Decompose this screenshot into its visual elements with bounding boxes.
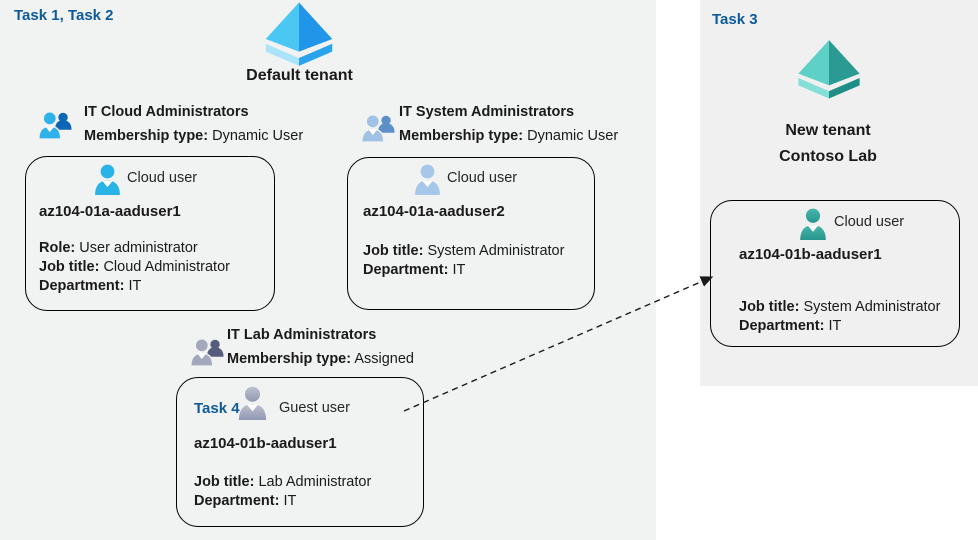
group-cloud-admins-title: IT Cloud Administrators [84,104,249,120]
field-job-title: Job title: Cloud Administrator [39,258,230,277]
cloud-user-icon [415,164,440,195]
field-department: Department: IT [39,277,230,296]
user-name: az104-01a-aaduser2 [363,203,505,220]
card-cloud-user-1: Cloud user az104-01a-aaduser1 Role: User… [25,156,275,311]
new-tenant-title-line2: Contoso Lab [779,148,877,165]
membership-type-label: Membership type: [399,128,524,144]
group-icon-system-admins [361,113,395,143]
group-icon-cloud-admins [38,110,72,140]
role-value: User administrator [79,240,198,256]
user-name: az104-01b-aaduser1 [739,246,882,263]
membership-type-value: Assigned [354,351,414,367]
cloud-user-icon [800,208,826,240]
user-type-label: Cloud user [447,170,518,186]
department-label: Department: [39,278,125,294]
user-fields: Role: User administrator Job title: Clou… [39,239,230,296]
field-job-title: Job title: Lab Administrator [194,473,371,492]
user-type-label: Cloud user [834,214,905,230]
job-title-value: Lab Administrator [258,474,372,490]
user-fields: Job title: System Administrator Departme… [739,298,940,336]
card-cloud-user-new-tenant: Cloud user az104-01b-aaduser1 Job title:… [710,200,960,347]
role-label: Role: [39,240,76,256]
department-label: Department: [739,318,825,334]
job-title-value: System Administrator [427,243,565,259]
user-fields: Job title: Lab Administrator Department:… [194,473,371,511]
azure-ad-tenant-icon-teal [798,40,860,99]
group-lab-admins-title: IT Lab Administrators [227,327,377,343]
group-system-admins-title: IT System Administrators [399,104,575,120]
membership-type-value: Dynamic User [212,128,304,144]
membership-type-label: Membership type: [84,128,209,144]
department-value: IT [452,262,466,278]
field-role: Role: User administrator [39,239,230,258]
department-value: IT [283,493,297,509]
job-title-label: Job title: [39,259,100,275]
task-4-label: Task 4 [194,400,240,417]
field-department: Department: IT [194,492,371,511]
default-tenant-title: Default tenant [246,67,353,84]
user-name: az104-01a-aaduser1 [39,203,181,220]
job-title-label: Job title: [194,474,255,490]
guest-user-icon [238,386,267,420]
cloud-user-icon [95,164,120,195]
group-system-admins-membership: Membership type: Dynamic User [399,128,618,144]
group-icon-lab-admins [190,337,224,367]
user-name: az104-01b-aaduser1 [194,435,337,452]
field-department: Department: IT [363,261,564,280]
field-department: Department: IT [739,317,940,336]
user-fields: Job title: System Administrator Departme… [363,242,564,280]
card-guest-user: Task 4 Guest user az104-01b-aaduser1 Job… [176,377,424,527]
task-3-label: Task 3 [712,11,758,28]
user-type-label: Guest user [279,400,350,416]
department-value: IT [128,278,142,294]
group-cloud-admins-membership: Membership type: Dynamic User [84,128,303,144]
field-job-title: Job title: System Administrator [739,298,940,317]
membership-type-value: Dynamic User [527,128,619,144]
field-job-title: Job title: System Administrator [363,242,564,261]
default-tenant-panel [0,0,656,540]
job-title-label: Job title: [363,243,424,259]
job-title-label: Job title: [739,299,800,315]
group-lab-admins-membership: Membership type: Assigned [227,351,414,367]
task-1-2-label: Task 1, Task 2 [14,7,114,24]
job-title-value: Cloud Administrator [103,259,230,275]
card-cloud-user-2: Cloud user az104-01a-aaduser2 Job title:… [347,157,595,310]
membership-type-label: Membership type: [227,351,352,367]
user-type-label: Cloud user [127,170,198,186]
department-label: Department: [363,262,449,278]
department-value: IT [828,318,842,334]
job-title-value: System Administrator [803,299,941,315]
department-label: Department: [194,493,280,509]
new-tenant-title-line1: New tenant [785,122,871,139]
azure-ad-tenant-icon-blue [265,2,333,66]
